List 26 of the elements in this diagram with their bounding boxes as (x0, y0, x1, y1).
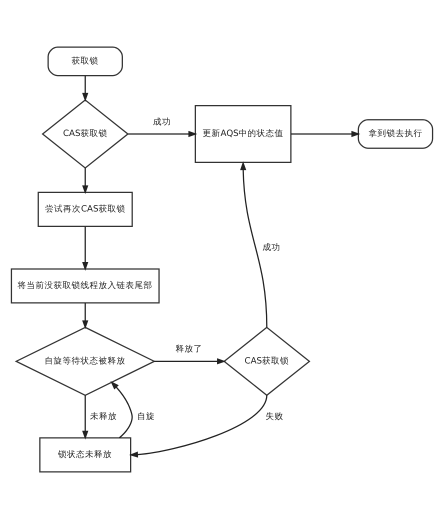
arrow (154, 358, 226, 364)
arrow (82, 75, 88, 102)
edge-label: 自旋 (136, 411, 155, 422)
node-diamond: CAS获取锁 (223, 326, 310, 396)
node-box: 尝试再次CAS获取锁 (38, 191, 133, 226)
arrow (110, 380, 133, 438)
edge-label: 失败 (266, 411, 284, 422)
edge-label: 成功 (152, 116, 171, 127)
node-diamond: CAS获取锁 (42, 98, 129, 168)
arrow (240, 160, 268, 327)
arrow (129, 394, 268, 458)
node-box: 拿到锁去执行 (358, 118, 434, 148)
edge-label: 未释放 (90, 411, 117, 422)
arrow (82, 168, 88, 194)
node-box: 获取锁 (48, 46, 123, 76)
arrow (82, 226, 88, 270)
node-box: 将当前没获取锁线程放入链表尾部 (10, 268, 160, 304)
node-box: 更新AQS中的状态值 (194, 104, 292, 163)
arrow (291, 130, 360, 137)
arrow (128, 130, 198, 137)
arrow (82, 394, 88, 440)
node-box: 锁状态未释放 (39, 436, 132, 472)
node-diamond: 自旋等待状态被释放 (14, 326, 156, 396)
edge-label: 成功 (262, 242, 280, 252)
arrow (82, 302, 88, 329)
edge-label: 释放了 (176, 344, 203, 354)
